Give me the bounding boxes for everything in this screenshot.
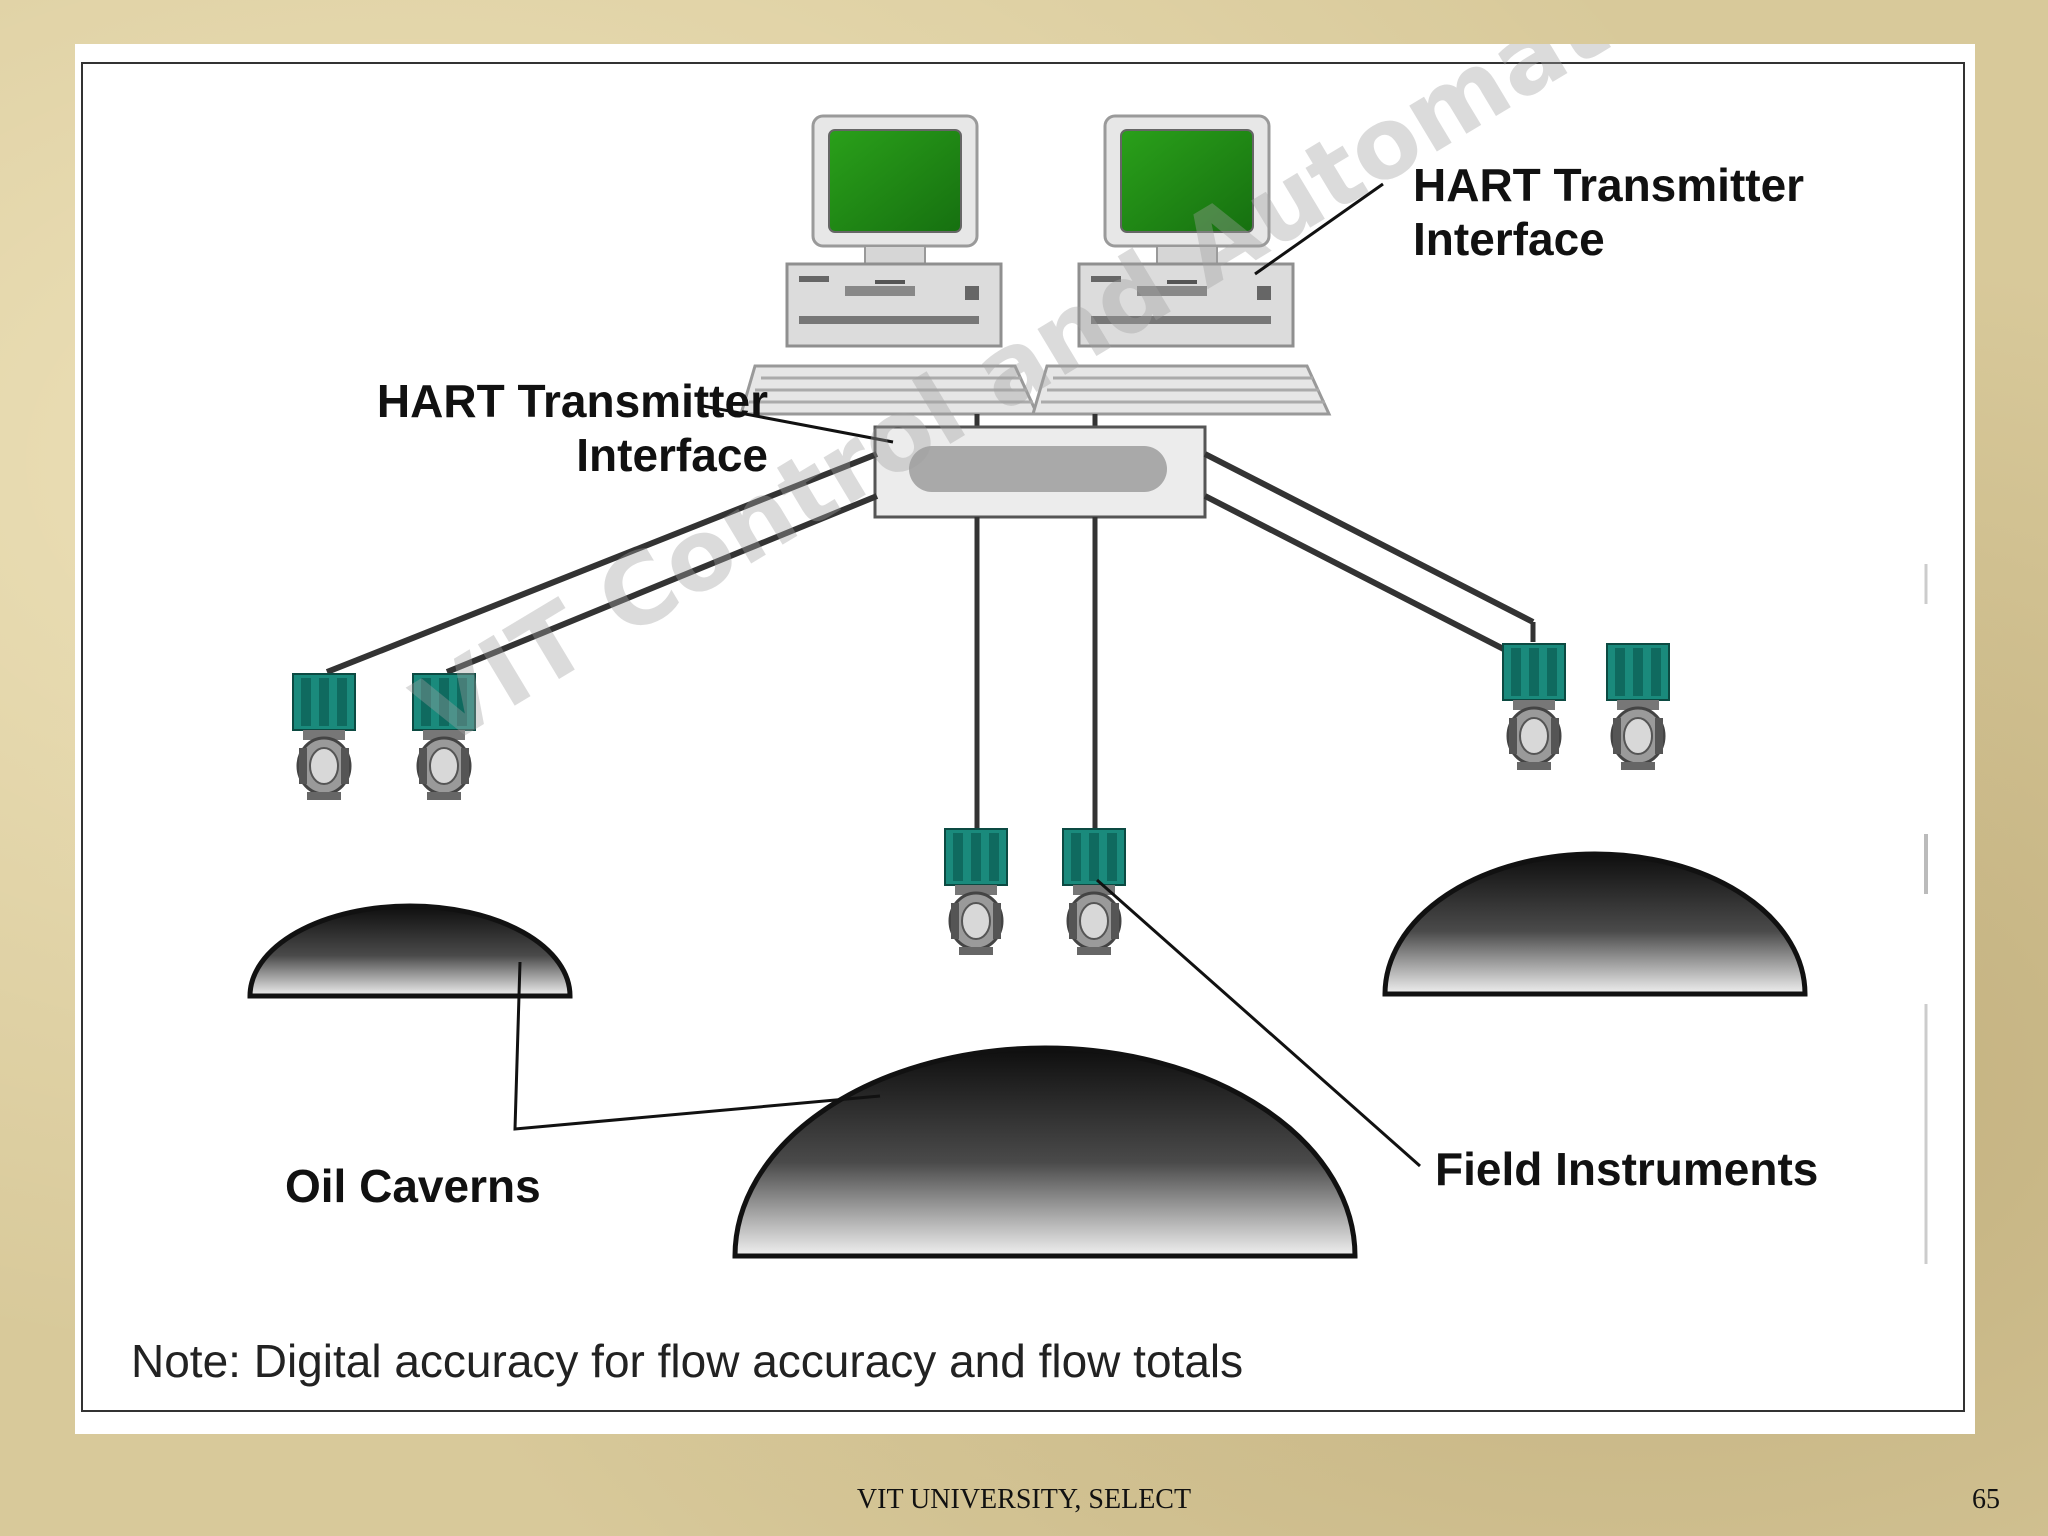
computer-left-icon [739,114,1039,416]
oil-cavern-right [1382,851,1808,997]
field-instrument-icon [291,672,357,802]
hart-transmitter-interface-label-left: HART Transmitter Interface [376,375,768,481]
hart-interface-slot [909,446,1167,492]
field-instrument-icon [943,827,1009,957]
field-instrument-icon [1501,642,1567,772]
oil-cavern-center [732,1045,1358,1259]
oil-caverns-label: Oil Caverns [285,1160,541,1212]
slide-figure: HART Transmitter Interface HART Transmit… [75,44,1975,1434]
leader-line [1254,182,1384,276]
field-instrument-icon [411,672,477,802]
leader-line [1096,878,1421,1168]
note-text: Note: Digital accuracy for flow accuracy… [131,1335,1244,1387]
slide-footer: VIT UNIVERSITY, SELECT [856,1484,1192,1515]
field-instrument-icon [1605,642,1671,772]
figure-border [81,62,1965,1412]
network-diagram [247,114,1928,1264]
computer-right-icon [1031,114,1331,416]
oil-cavern-left [247,903,573,999]
field-instrument-icon [1061,827,1127,957]
hart-transmitter-interface-label-top: HART Transmitter Interface [1413,159,1805,265]
page-number: 65 [1972,1484,2000,1515]
field-instruments-label: Field Instruments [1435,1143,1819,1195]
leader-line [702,404,894,444]
leader-line [513,961,881,1131]
